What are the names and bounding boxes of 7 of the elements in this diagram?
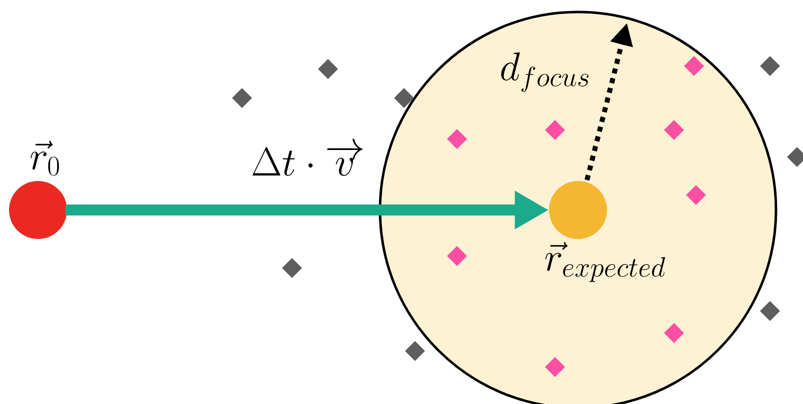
point-label: $\vec{r}_{expected}$ xyxy=(545,242,666,282)
dot xyxy=(9,181,68,239)
dot xyxy=(549,181,607,239)
point-label: $\vec{r}_0$ xyxy=(30,140,59,176)
region-circle xyxy=(378,10,778,404)
radius-label: $d_{focus}$ xyxy=(501,52,588,92)
edge-label: $\Delta t \cdot \overrightarrow{v}$ xyxy=(252,138,363,176)
